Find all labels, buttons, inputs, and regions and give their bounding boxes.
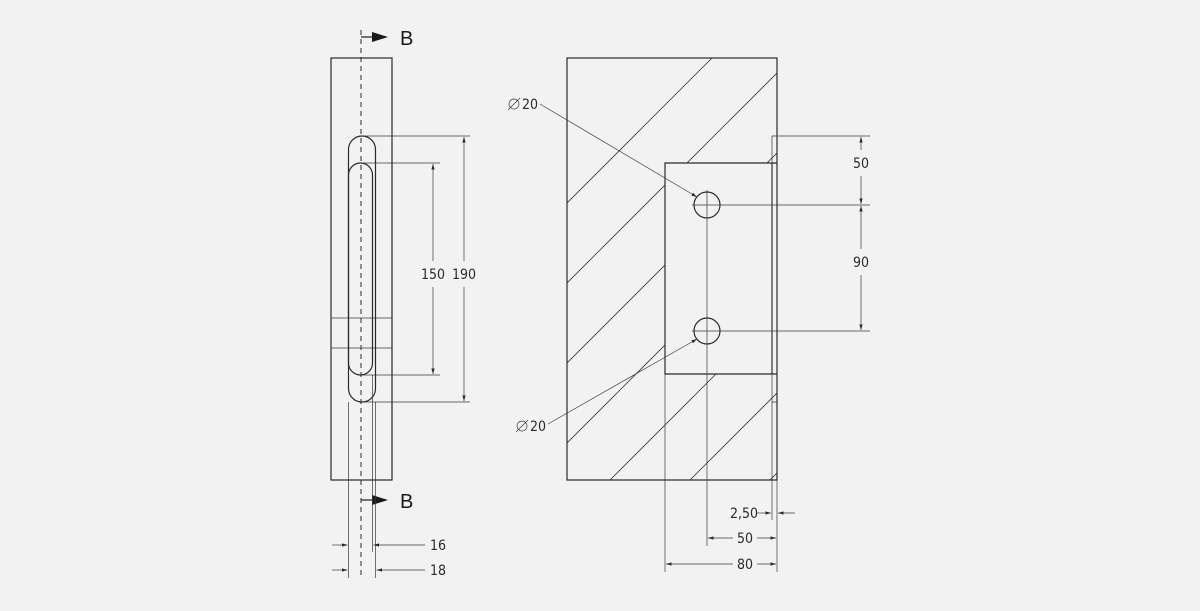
dimension-190-label: 190 bbox=[452, 267, 476, 283]
section-label-bottom: B bbox=[400, 491, 413, 513]
hole-top-diameter-callout: 20 bbox=[507, 97, 698, 198]
dimension-2-50-label: 2,50 bbox=[730, 506, 758, 522]
dimension-2-50: 2,50 bbox=[730, 506, 795, 522]
dimension-190: 190 bbox=[363, 135, 476, 403]
dimension-150-label: 150 bbox=[421, 267, 445, 283]
outer-slot bbox=[347, 135, 377, 403]
hole-bottom-diameter-callout: 20 bbox=[515, 338, 698, 435]
dimension-50-horizontal: 50 bbox=[708, 528, 776, 547]
section-label-top: B bbox=[400, 28, 413, 50]
dimension-16-label: 16 bbox=[430, 538, 446, 554]
dimension-90: 90 bbox=[850, 206, 872, 330]
section-marker-bottom: B bbox=[361, 491, 413, 513]
face-plate-outline bbox=[771, 135, 777, 403]
hole-top-diameter-label: 20 bbox=[522, 97, 538, 113]
dimension-18-label: 18 bbox=[430, 563, 446, 579]
section-hatching bbox=[567, 58, 777, 480]
dimension-90-label: 90 bbox=[853, 255, 869, 271]
plate-recess bbox=[664, 162, 777, 375]
section-marker-top: B bbox=[361, 28, 413, 50]
dimension-50-horizontal-label: 50 bbox=[737, 531, 753, 547]
dimension-50-vertical: 50 bbox=[850, 137, 872, 204]
hole-bottom-diameter-label: 20 bbox=[530, 419, 546, 435]
dimension-18: 18 bbox=[332, 563, 446, 579]
dimension-16: 16 bbox=[332, 538, 446, 554]
front-view: B B 190 150 bbox=[330, 28, 476, 579]
dimension-50-vertical-label: 50 bbox=[853, 156, 869, 172]
section-view: 20 20 50 90 2,50 bbox=[507, 57, 872, 573]
wood-block bbox=[566, 57, 778, 481]
dimension-80-label: 80 bbox=[737, 557, 753, 573]
dimension-150: 150 bbox=[363, 162, 445, 376]
dimension-80: 80 bbox=[666, 554, 776, 573]
